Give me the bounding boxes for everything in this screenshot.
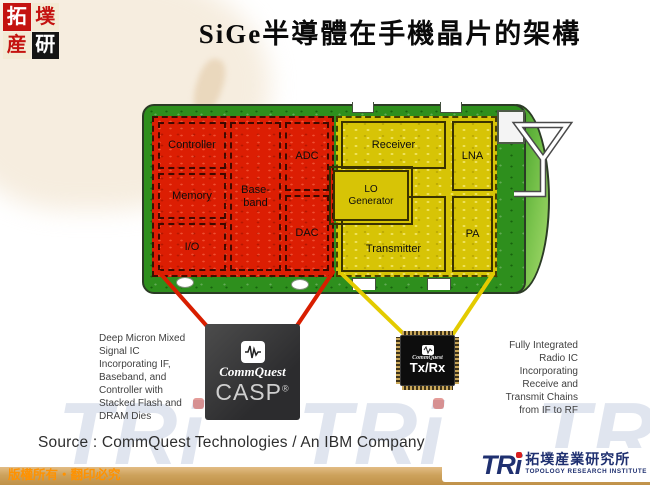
block-controller: Controller <box>158 122 226 169</box>
page-title: SiGe半導體在手機晶片的架構 <box>198 19 582 49</box>
pcb-pad <box>497 110 525 144</box>
tri-footer-logo: TRi 拓墣産業研究所 TOPOLOGY RESEARCH INSTITUTE <box>442 448 650 482</box>
tri-wordmark: TRi <box>480 449 523 480</box>
chip-pins <box>402 331 453 337</box>
block-lna: LNA <box>452 121 493 191</box>
left-annotation: Deep Micron Mixed Signal IC Incorporatin… <box>99 333 186 422</box>
chip-brand: CommQuest <box>412 355 443 362</box>
chip-name: CASP® <box>215 378 290 405</box>
txrx-chip: CommQuest Tx/Rx <box>396 331 459 390</box>
copyright-text: 版權所有‧翻印必究 <box>8 468 121 482</box>
block-adc: ADC <box>285 122 329 191</box>
block-memory: Memory <box>158 173 226 219</box>
txrx-chip-body: CommQuest Tx/Rx <box>400 335 455 386</box>
pcb-notch <box>352 278 376 290</box>
right-annotation: Fully Integrated Radio IC Incorporating … <box>505 340 578 416</box>
chip-name: Tx/Rx <box>409 360 446 376</box>
tri-watermark: TRi <box>58 384 206 483</box>
tri-logo-english: TOPOLOGY RESEARCH INSTITUTE <box>525 468 647 476</box>
block-baseband: Base- band <box>230 122 281 271</box>
pcb-notch <box>352 102 374 113</box>
tri-watermark: TRi <box>298 384 446 483</box>
tri-logo-chinese: 拓墣産業研究所 <box>525 453 631 469</box>
corner-logo-char: 産 <box>3 31 31 59</box>
source-text: Source : CommQuest Technologies / An IBM… <box>38 434 425 451</box>
corner-logo-char: 研 <box>31 31 59 59</box>
pcb-notch <box>427 278 451 290</box>
pcb-hole <box>176 277 194 288</box>
pcb-notch <box>440 102 462 113</box>
chip-brand: CommQuest <box>219 363 286 379</box>
waveform-icon <box>240 340 265 363</box>
corner-logo-char: 拓 <box>3 3 31 31</box>
block-pa: PA <box>452 196 493 272</box>
chip-pins <box>453 337 459 384</box>
corner-logo-char: 墣 <box>31 3 59 31</box>
casp-chip: CommQuest CASP® <box>205 324 300 420</box>
tri-logo-dot <box>516 451 523 458</box>
block-lo-generator: LO Generator <box>329 166 413 225</box>
chip-pins <box>396 337 402 384</box>
pcb-hole <box>291 279 309 290</box>
chip-pins <box>402 384 453 390</box>
block-receiver: Receiver <box>341 121 446 169</box>
tri-corner-logo: 拓 墣 産 研 <box>3 3 59 59</box>
block-dac: DAC <box>285 195 329 271</box>
block-io: I/O <box>158 223 226 271</box>
waveform-icon <box>421 345 434 356</box>
